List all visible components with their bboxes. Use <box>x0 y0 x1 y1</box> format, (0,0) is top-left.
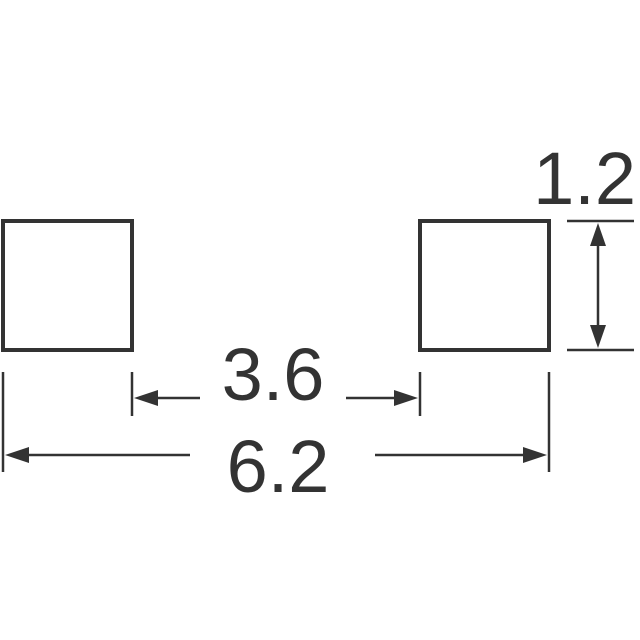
left-pad <box>1 219 134 352</box>
overall-arrow-left <box>5 447 29 463</box>
gap-arrow-right <box>394 390 418 406</box>
overall-arrow-right <box>523 447 547 463</box>
gap-label: 3.6 <box>222 333 325 416</box>
gap-arrow-left <box>134 390 158 406</box>
height-label: 1.2 <box>533 137 636 220</box>
right-pad <box>418 219 551 352</box>
height-arrow-top <box>590 223 606 246</box>
overall-label: 6.2 <box>227 425 330 508</box>
height-arrow-bottom <box>590 325 606 348</box>
